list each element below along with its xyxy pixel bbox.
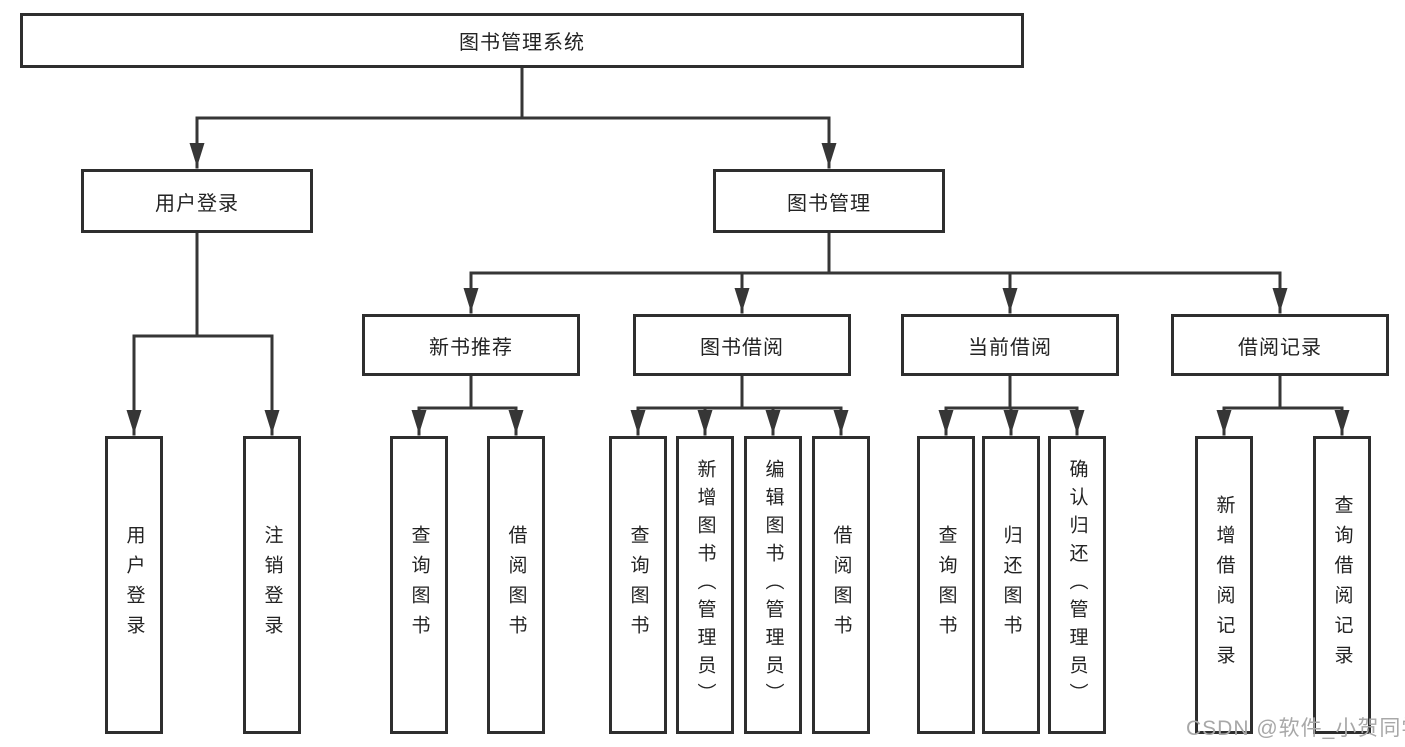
leaf-add-book-admin: 新增图书（管理员） <box>676 436 734 734</box>
leaf-query-borrow-record: 查询借阅记录 <box>1313 436 1371 734</box>
leaf-query-book-borrow: 查询图书 <box>609 436 667 734</box>
leaf-query-book-current: 查询图书 <box>917 436 975 734</box>
node-library-management-system: 图书管理系统 <box>20 13 1024 68</box>
csdn-watermark: CSDN @软件_小贺同学 <box>1186 717 1405 740</box>
leaf-query-book-recommend: 查询图书 <box>390 436 448 734</box>
leaf-add-borrow-record: 新增借阅记录 <box>1195 436 1253 734</box>
leaf-logout: 注销登录 <box>243 436 301 734</box>
node-book-management: 图书管理 <box>713 169 945 233</box>
node-book-borrow: 图书借阅 <box>633 314 851 376</box>
leaf-edit-book-admin: 编辑图书（管理员） <box>744 436 802 734</box>
leaf-return-book: 归还图书 <box>982 436 1040 734</box>
leaf-user-login: 用户登录 <box>105 436 163 734</box>
node-new-book-recommend: 新书推荐 <box>362 314 580 376</box>
node-current-borrow: 当前借阅 <box>901 314 1119 376</box>
node-borrow-records: 借阅记录 <box>1171 314 1389 376</box>
node-user-login: 用户登录 <box>81 169 313 233</box>
leaf-confirm-return-admin: 确认归还（管理员） <box>1048 436 1106 734</box>
leaf-borrow-book-recommend: 借阅图书 <box>487 436 545 734</box>
leaf-borrow-book: 借阅图书 <box>812 436 870 734</box>
